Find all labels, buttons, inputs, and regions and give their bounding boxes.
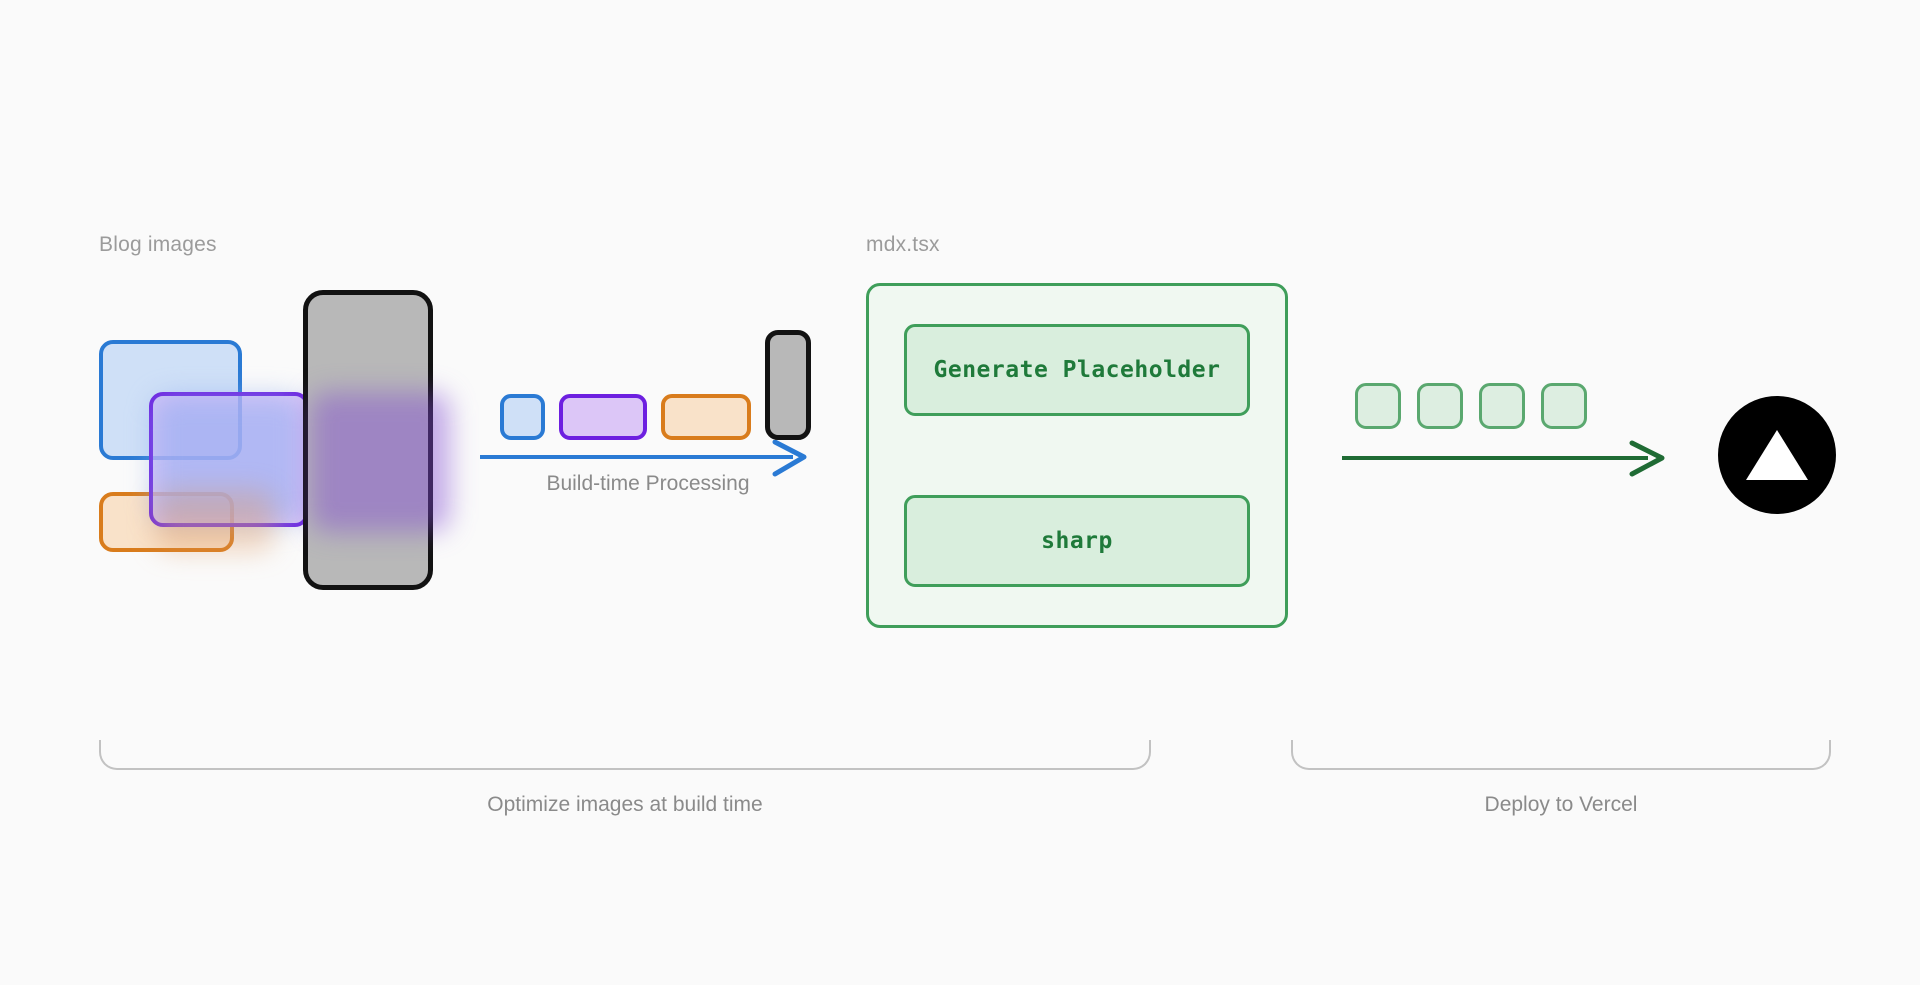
blog-images-cluster bbox=[95, 290, 495, 620]
vercel-triangle-icon bbox=[1746, 430, 1808, 480]
optimized-chip-1 bbox=[1355, 383, 1401, 429]
blog-image-orange-blur bbox=[155, 490, 275, 552]
blog-image-purple-blur bbox=[310, 392, 450, 532]
optimized-chip-row bbox=[1355, 383, 1587, 429]
processed-chip-blue bbox=[500, 394, 545, 440]
processed-chip-gray bbox=[765, 330, 811, 440]
mdx-item-sharp[interactable]: sharp bbox=[904, 495, 1250, 587]
deploy-bracket-label: Deploy to Vercel bbox=[1484, 793, 1638, 816]
optimized-chip-3 bbox=[1479, 383, 1525, 429]
optimize-bracket bbox=[99, 740, 1151, 770]
deploy-arrow bbox=[1340, 438, 1680, 483]
processed-chip-orange bbox=[661, 394, 751, 440]
mdx-panel: Generate Placeholder sharp bbox=[866, 283, 1288, 628]
build-time-arrow-caption: Build-time Processing bbox=[546, 472, 750, 495]
optimized-chip-2 bbox=[1417, 383, 1463, 429]
deploy-bracket bbox=[1291, 740, 1831, 770]
processed-chip-purple bbox=[559, 394, 647, 440]
mdx-label: mdx.tsx bbox=[866, 233, 940, 256]
mdx-item-generate-placeholder[interactable]: Generate Placeholder bbox=[904, 324, 1250, 416]
blog-image-gray bbox=[303, 290, 433, 590]
optimize-bracket-label: Optimize images at build time bbox=[487, 793, 763, 816]
optimized-chip-4 bbox=[1541, 383, 1587, 429]
blog-image-blue-blur bbox=[153, 396, 303, 524]
build-time-arrow bbox=[478, 439, 818, 485]
processed-chip-row bbox=[500, 325, 811, 440]
blog-images-label: Blog images bbox=[99, 233, 217, 256]
vercel-logo bbox=[1718, 396, 1836, 514]
